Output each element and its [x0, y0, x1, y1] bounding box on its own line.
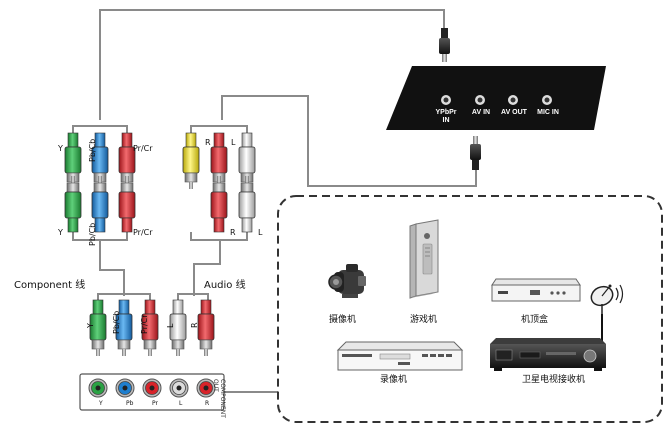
component-cable-label: Component 线 [14, 280, 86, 291]
plug-bottom-pb [115, 299, 133, 356]
label-audio-top-r: R [205, 138, 211, 147]
label-audio-mid-r: R [230, 228, 236, 237]
bottom-plug-group [89, 299, 215, 356]
port-label-mic-in: MIC IN [537, 109, 559, 116]
component-out-label: COMPONENT OUT [212, 379, 226, 418]
satellite-receiver-icon [490, 338, 606, 371]
plug-comp-mid-pr [118, 176, 136, 233]
label-comp-top-pr: Pr/Cr [133, 144, 153, 153]
satellite-dish-icon [590, 284, 624, 314]
settop-label: 机顶盒 [521, 315, 549, 325]
jack-socket [169, 378, 189, 398]
plug-comp-mid-pb [91, 176, 109, 233]
satellite-receiver-label: 卫星电视接收机 [522, 375, 586, 385]
label-comp-mid-y: Y [58, 228, 63, 237]
port-label-ypbpr: YPbPr IN [435, 109, 457, 124]
jack-label-pr: Pr [152, 400, 158, 407]
label-bottom-l: L [166, 323, 175, 328]
label-bottom-r: R [190, 322, 199, 328]
jack-socket [196, 378, 216, 398]
plug-bottom-y [89, 299, 107, 356]
camcorder-label: 摄像机 [329, 315, 357, 325]
port-av-out[interactable] [508, 95, 518, 105]
jack-label-l: L [179, 400, 183, 407]
label-bottom-y: Y [86, 323, 95, 328]
component-plugs-middle [64, 176, 136, 233]
camcorder-icon [328, 264, 366, 298]
port-ypbpr-in[interactable] [441, 95, 451, 105]
label-comp-top-pb: Pb/Cb [88, 138, 97, 162]
jack-plug-bottom [470, 136, 481, 170]
port-label-av-out: AV OUT [501, 109, 527, 116]
console-label: 游戏机 [410, 315, 438, 325]
label-comp-top-y: Y [58, 144, 63, 153]
jack-label-r: R [205, 400, 210, 407]
label-bottom-pr: Pr/Cr [140, 314, 149, 334]
plug-bottom-pr [141, 299, 159, 356]
jack-socket [115, 378, 135, 398]
jack-label-pb: Pb [126, 400, 134, 407]
audio-plugs-middle [210, 176, 256, 233]
label-comp-mid-pr: Pr/Cr [133, 228, 153, 237]
audio-cable-label: Audio 线 [204, 280, 246, 291]
label-bottom-pb: Pb/Cb [112, 310, 121, 334]
jack-socket [142, 378, 162, 398]
tv-panel [386, 66, 606, 130]
plug-audio-mid-r [210, 176, 228, 233]
jack-plug-top [439, 28, 450, 62]
plug-audio-mid-l [238, 176, 256, 233]
port-label-av-in: AV IN [471, 109, 491, 116]
label-audio-top-l: L [231, 138, 236, 147]
label-audio-mid-l: L [258, 228, 263, 237]
set-top-box-icon [491, 278, 581, 302]
plug-bottom-r [197, 299, 215, 356]
jack-socket [88, 378, 108, 398]
port-mic-in[interactable] [542, 95, 552, 105]
game-console-icon [409, 219, 439, 299]
component-out-box [79, 373, 225, 411]
plug-comp-mid-y [64, 176, 82, 233]
jack-label-y: Y [99, 400, 103, 407]
cable-lines [72, 9, 477, 393]
label-comp-mid-pb: Pb/Cb [88, 222, 97, 246]
port-av-in[interactable] [475, 95, 485, 105]
tv-ports [441, 95, 552, 105]
plug-audio-top-yellow [182, 132, 200, 189]
vcr-icon [336, 341, 464, 371]
device-box [277, 195, 663, 423]
plug-bottom-l [169, 299, 187, 356]
recorder-label: 录像机 [380, 375, 408, 385]
